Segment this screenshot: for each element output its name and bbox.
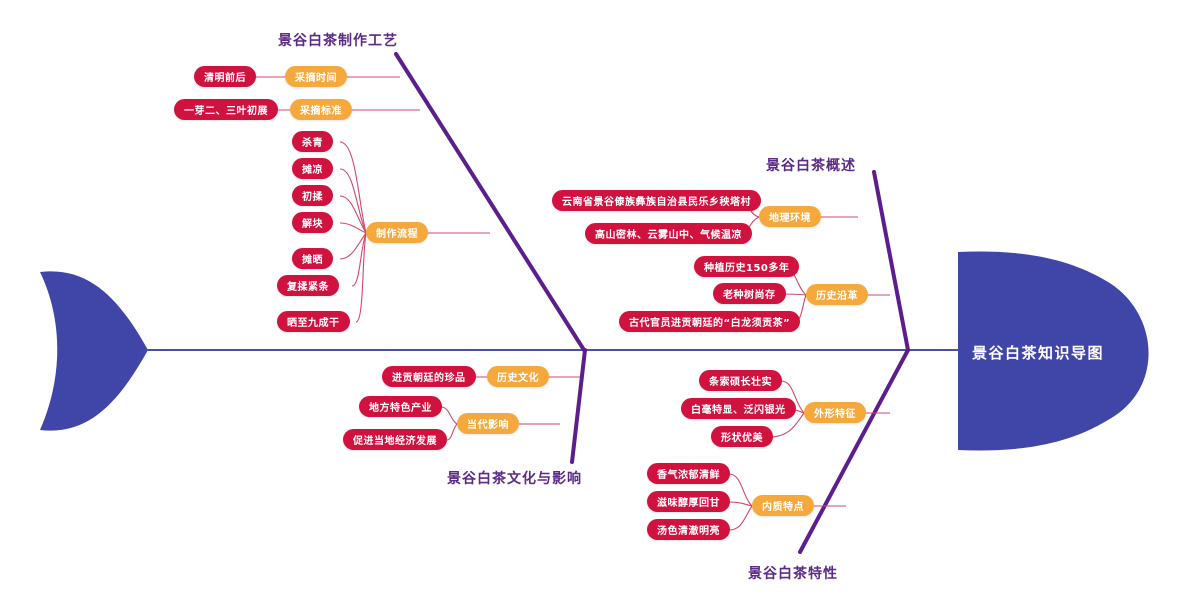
branch-bone-craft <box>394 52 586 352</box>
branch-bone-character <box>798 348 910 554</box>
leaf-craft-jiekuai[interactable]: 解块 <box>292 212 333 233</box>
leaf-craft-shaqing[interactable]: 杀青 <box>292 131 333 152</box>
category-culture-history[interactable]: 历史文化 <box>487 366 549 387</box>
connector-character-c0-l0 <box>780 380 805 414</box>
leaf-craft-churou[interactable]: 初揉 <box>292 185 333 206</box>
category-overview-geography[interactable]: 地理环境 <box>759 206 821 227</box>
leaf-craft-furou-jintiao[interactable]: 复揉紧条 <box>277 275 339 296</box>
leaf-character-aroma[interactable]: 香气浓郁清鲜 <box>647 463 730 484</box>
category-craft-harvest-standard[interactable]: 采摘标准 <box>290 99 352 120</box>
leaf-craft-shai-jiucheng[interactable]: 晒至九成干 <box>277 311 350 332</box>
connector-character-c1-l0 <box>728 473 753 507</box>
connector-culture-c1-l1 <box>446 423 458 441</box>
leaf-overview-village[interactable]: 云南省景谷傣族彝族自治县民乐乡秧塔村 <box>552 190 761 211</box>
leaf-culture-economy[interactable]: 促进当地经济发展 <box>343 429 447 450</box>
connector-craft-c2-l1 <box>339 168 367 234</box>
fish-tail <box>40 271 148 431</box>
category-overview-history[interactable]: 历史沿革 <box>806 284 868 305</box>
category-character-appearance[interactable]: 外形特征 <box>804 402 866 423</box>
leaf-overview-tribute-tea[interactable]: 古代官员进贡朝廷的“白龙须贡茶” <box>619 311 801 332</box>
branch-bone-culture <box>570 348 587 464</box>
leaf-craft-bud-leaf[interactable]: 一芽二、三叶初展 <box>174 99 278 120</box>
branch-label-overview[interactable]: 景谷白茶概述 <box>766 158 856 174</box>
connector-culture-c1-l0 <box>440 406 458 425</box>
connector-character-c0-l2 <box>768 412 805 438</box>
connector-craft-c2-l6 <box>355 232 367 323</box>
leaf-character-shape[interactable]: 形状优美 <box>711 426 773 447</box>
branch-label-culture[interactable]: 景谷白茶文化与影响 <box>447 471 582 487</box>
leaf-culture-treasure[interactable]: 进贡朝廷的珍品 <box>382 366 476 387</box>
leaf-craft-tanliang[interactable]: 摊凉 <box>292 158 333 179</box>
branch-label-character[interactable]: 景谷白茶特性 <box>748 566 838 582</box>
leaf-craft-qingming[interactable]: 清明前后 <box>194 66 256 87</box>
branch-label-craft[interactable]: 景谷白茶制作工艺 <box>278 33 398 49</box>
leaf-character-strands[interactable]: 条索硕长壮实 <box>699 370 782 391</box>
connector-craft-c2-l5 <box>351 232 367 287</box>
branch-bone-overview <box>872 170 910 352</box>
connector-craft-c2-l0 <box>339 141 367 234</box>
leaf-character-taste[interactable]: 滋味醇厚回甘 <box>647 491 730 512</box>
connector-craft-c2-l4 <box>339 232 367 260</box>
category-craft-process[interactable]: 制作流程 <box>366 222 428 243</box>
leaf-overview-old-trees[interactable]: 老种树尚存 <box>713 283 786 304</box>
leaf-character-liquor-color[interactable]: 汤色清澈明亮 <box>647 519 730 540</box>
leaf-overview-150-years[interactable]: 种植历史150多年 <box>694 256 800 277</box>
category-craft-harvest-time[interactable]: 采摘时间 <box>285 66 347 87</box>
leaf-culture-local-industry[interactable]: 地方特色产业 <box>359 396 442 417</box>
category-culture-modern-impact[interactable]: 当代影响 <box>457 413 519 434</box>
connector-craft-c2-l2 <box>339 195 367 234</box>
leaf-craft-tanshai[interactable]: 摊晒 <box>292 248 333 269</box>
connector-craft-c2-l3 <box>339 222 367 234</box>
leaf-character-silver-down[interactable]: 白毫特显、泛闪银光 <box>681 398 796 419</box>
fish-head-title: 景谷白茶知识导图 <box>972 344 1105 362</box>
connector-character-c1-l1 <box>728 501 753 507</box>
fish-head <box>958 251 1149 451</box>
connector-character-c1-l2 <box>728 505 753 531</box>
leaf-overview-climate[interactable]: 高山密林、云雾山中、气候温凉 <box>585 223 752 244</box>
category-character-inner-quality[interactable]: 内质特点 <box>752 495 814 516</box>
